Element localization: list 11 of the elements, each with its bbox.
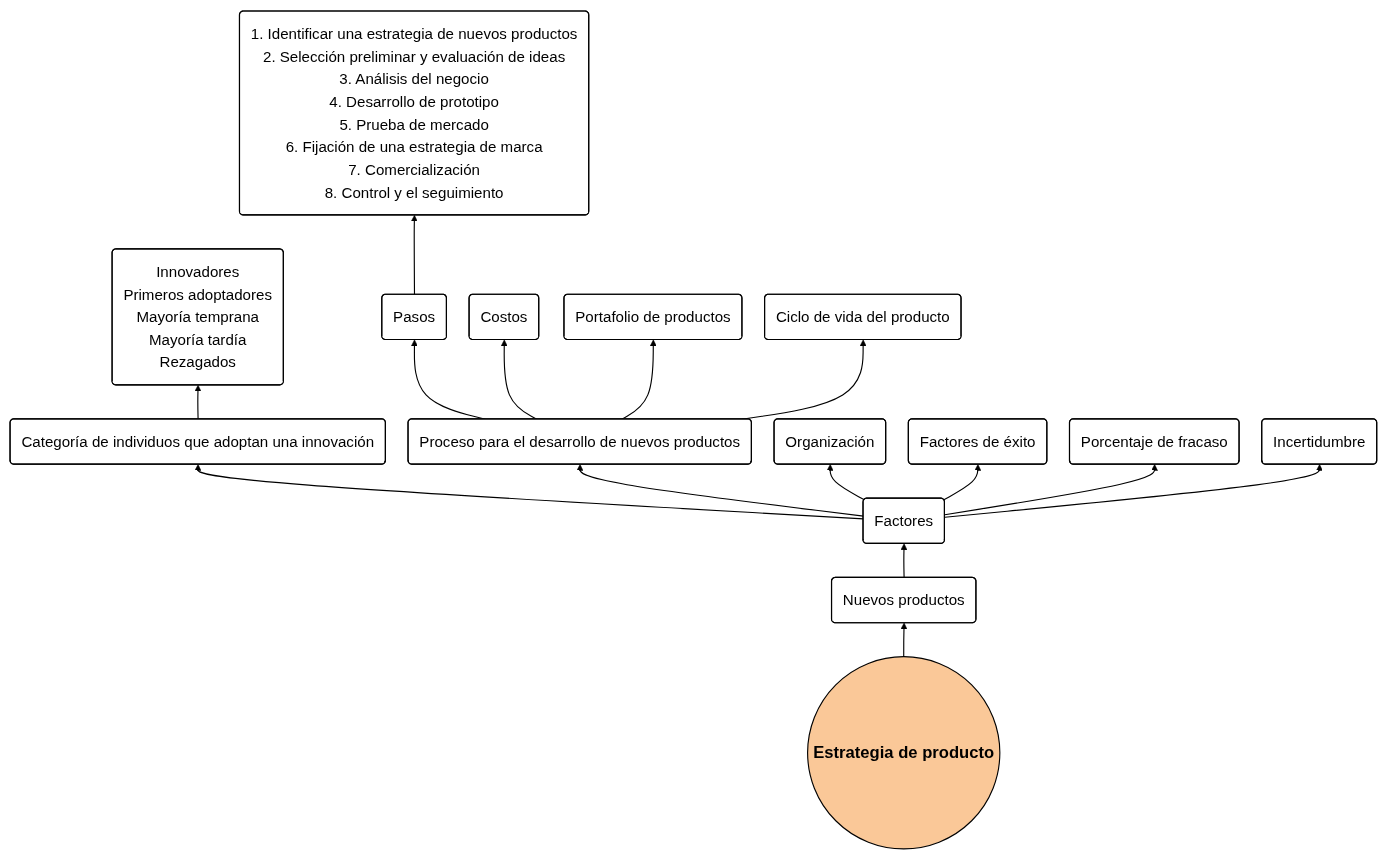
arrow <box>900 622 908 657</box>
arrow <box>411 214 418 295</box>
arrow <box>194 384 202 420</box>
arrow <box>826 463 865 500</box>
arrow <box>576 463 865 517</box>
arrow <box>943 463 982 500</box>
arrow <box>944 463 1158 515</box>
node-circle: Estrategia de producto <box>807 655 1001 849</box>
arrow <box>944 463 1323 518</box>
arrow <box>900 543 908 578</box>
arrow <box>194 463 865 519</box>
